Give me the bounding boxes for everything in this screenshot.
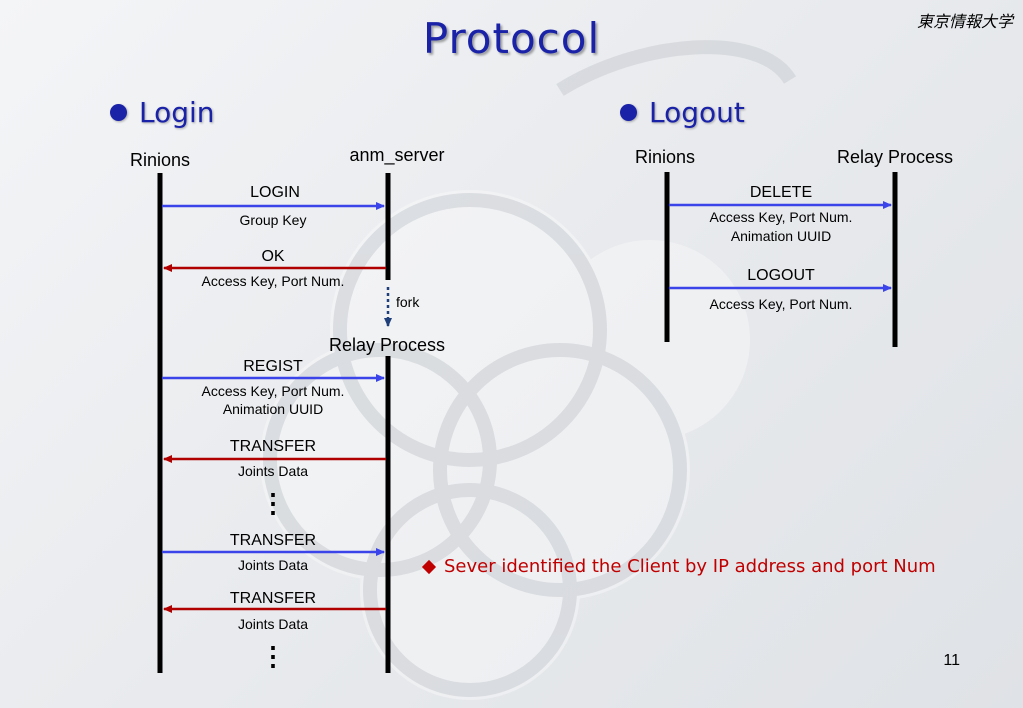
logout-heading: Logout bbox=[620, 96, 745, 129]
logout-heading-label: Logout bbox=[649, 96, 745, 129]
message-label: REGIST bbox=[243, 358, 303, 375]
message-detail: Access Key, Port Num. bbox=[710, 296, 853, 312]
message-detail: Joints Data bbox=[238, 616, 308, 632]
message-label: TRANSFER bbox=[230, 438, 316, 455]
footnote: Sever identified the Client by IP addres… bbox=[421, 556, 936, 577]
page-number: 11 bbox=[943, 652, 960, 669]
message-label: LOGOUT bbox=[747, 267, 815, 284]
diamond-bullet-icon bbox=[421, 559, 437, 574]
ellipsis-vertical: ⋮ bbox=[260, 641, 286, 671]
login-heading: Login bbox=[110, 96, 215, 129]
slide-title: Protocol bbox=[422, 14, 601, 63]
message-label: LOGIN bbox=[250, 184, 300, 201]
footnote-text: Sever identified the Client by IP addres… bbox=[444, 556, 936, 577]
message-detail: Access Key, Port Num. bbox=[202, 273, 345, 289]
message-detail: Group Key bbox=[240, 212, 307, 228]
bullet-dot-icon bbox=[620, 104, 637, 121]
login-server-label: anm_server bbox=[349, 145, 444, 166]
message-label: OK bbox=[261, 248, 284, 265]
fork-label: fork bbox=[396, 294, 420, 310]
message-detail: Joints Data bbox=[238, 557, 308, 573]
message-label: TRANSFER bbox=[230, 590, 316, 607]
message-detail: Animation UUID bbox=[731, 228, 831, 244]
message-label: DELETE bbox=[750, 184, 812, 201]
login-heading-label: Login bbox=[139, 96, 215, 129]
logout-client-label: Rinions bbox=[635, 147, 695, 167]
message-detail: Joints Data bbox=[238, 463, 308, 479]
university-name: 東京情報大学 bbox=[916, 12, 1013, 31]
logout-relay-label: Relay Process bbox=[837, 147, 953, 167]
login-client-label: Rinions bbox=[130, 150, 190, 170]
message-detail: Access Key, Port Num. bbox=[202, 383, 345, 399]
login-relay-label: Relay Process bbox=[329, 335, 445, 355]
message-detail: Animation UUID bbox=[223, 401, 323, 417]
bullet-dot-icon bbox=[110, 104, 127, 121]
ellipsis-vertical: ⋮ bbox=[260, 488, 286, 518]
message-detail: Access Key, Port Num. bbox=[710, 209, 853, 225]
message-label: TRANSFER bbox=[230, 532, 316, 549]
